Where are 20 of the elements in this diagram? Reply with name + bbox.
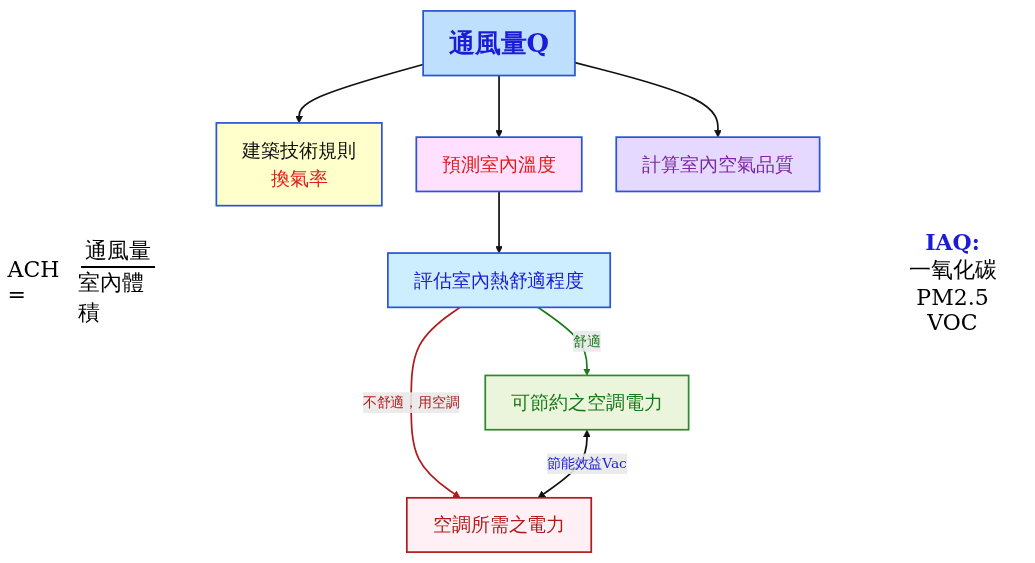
node-box: 建築技術規則 換氣率 [215,122,383,207]
arrow [494,190,503,254]
edge-label: 舒適 [572,332,601,350]
arrow [409,306,461,499]
edge-label: 不舒適，用空調 [362,393,459,411]
list-item: 一氧化碳 [908,255,997,284]
node-box: 空調所需之電力 [405,496,592,553]
node-box: 可節約之空調電力 [483,374,689,431]
formula-text: ACH = [7,256,61,307]
node-box: 計算室內空氣品質 [614,136,820,193]
arrow [494,74,503,138]
node-box: 通風量Q [421,10,576,77]
numerator-text: 通風量 [80,235,155,268]
heading-text: IAQ: [925,228,980,255]
node-box: 預測室內溫度 [414,136,583,193]
denominator-text: 室內體積 [77,268,145,327]
node-box: 評估室內熱舒適程度 [386,252,611,309]
edge-label: 節能效益Vac [546,455,627,472]
list-item: VOC [927,309,978,335]
list-item: PM2.5 [916,284,989,310]
